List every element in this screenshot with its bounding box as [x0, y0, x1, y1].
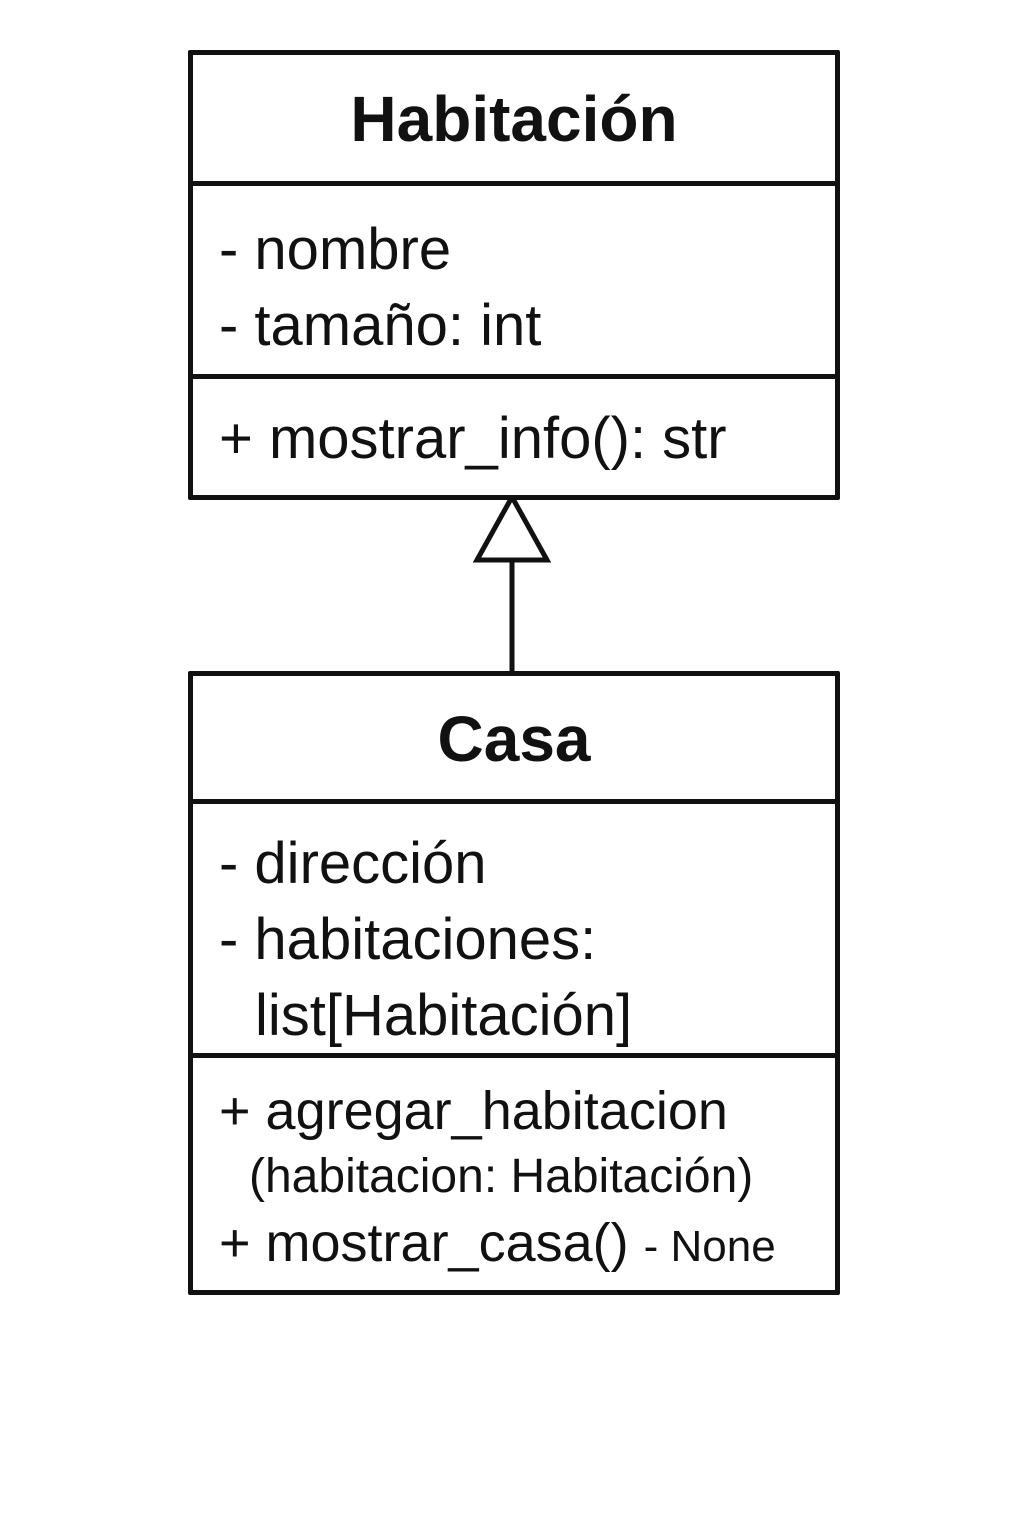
attribute-item: - tamaño: int	[219, 293, 542, 358]
attribute-item-continuation: list[Habitación]	[255, 983, 633, 1048]
attributes-section: - nombre - tamaño: int	[193, 181, 835, 374]
class-name: Casa	[437, 703, 591, 775]
class-box-casa: Casa - dirección - habitaciones: list[Ha…	[188, 671, 840, 1295]
method-item: + mostrar_casa() - None	[219, 1210, 835, 1280]
method-item: + mostrar_info(): str	[219, 406, 727, 471]
class-box-habitacion: Habitación - nombre - tamaño: int + most…	[188, 50, 840, 500]
attribute-item: - dirección	[219, 831, 487, 896]
method-item-continuation: (habitacion: Habitación)	[249, 1150, 754, 1203]
attribute-item: - nombre	[219, 217, 452, 282]
methods-section: + mostrar_info(): str	[193, 374, 835, 495]
method-item: + agregar_habitacion	[219, 1081, 728, 1141]
attributes-section: - dirección - habitaciones: list[Habitac…	[193, 799, 835, 1053]
class-name: Habitación	[350, 83, 678, 155]
attribute-item: - habitaciones:	[219, 907, 597, 972]
methods-section: + agregar_habitacion (habitacion: Habita…	[193, 1053, 835, 1290]
method-return: - None	[643, 1222, 776, 1271]
method-signature: + mostrar_casa()	[219, 1213, 644, 1273]
generalization-arrowhead	[472, 491, 552, 563]
